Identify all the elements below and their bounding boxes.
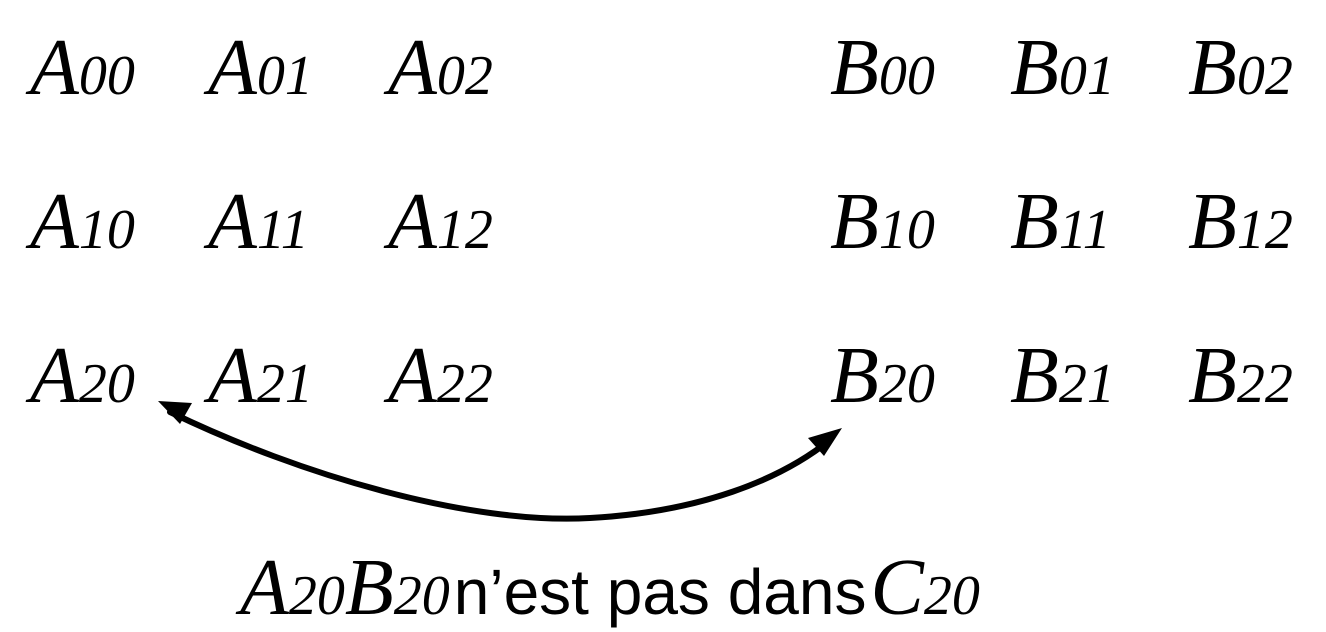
matrix-b-cell-20: B20 [830,332,935,420]
matrix-a-cell-12: A12 [388,178,493,266]
matrix-a-cell-02: A02 [388,24,493,112]
matrix-b-cell-11: B11 [1010,178,1111,266]
matrix-b-cell-22: B22 [1188,332,1293,420]
matrix-a-cell-01: A01 [208,24,313,112]
matrix-a-cell-00: A00 [30,24,135,112]
matrix-a-cell-11: A11 [208,178,309,266]
caption-a-term: A20 [240,544,345,632]
matrix-a-cell-22: A22 [388,332,493,420]
matrix-b-cell-12: B12 [1188,178,1293,266]
matrix-b-cell-00: B00 [830,24,935,112]
caption-c-term: C20 [870,544,980,632]
matrix-a-cell-21: A21 [208,332,313,420]
matrix-b-cell-10: B10 [830,178,935,266]
caption: A20B20 n’est pas dans C20 [240,548,980,628]
matrix-a-cell-10: A10 [30,178,135,266]
arrow-curve [167,409,833,522]
arrowhead-left-icon [158,401,192,424]
caption-text: n’est pas dans [453,556,867,628]
matrix-b-cell-02: B02 [1188,24,1293,112]
matrix-b-cell-01: B01 [1010,24,1115,112]
arrowhead-right-icon [808,428,842,456]
matrix-a-cell-20: A20 [30,332,135,420]
matrix-b-cell-21: B21 [1010,332,1115,420]
caption-b-term: B20 [344,544,450,632]
